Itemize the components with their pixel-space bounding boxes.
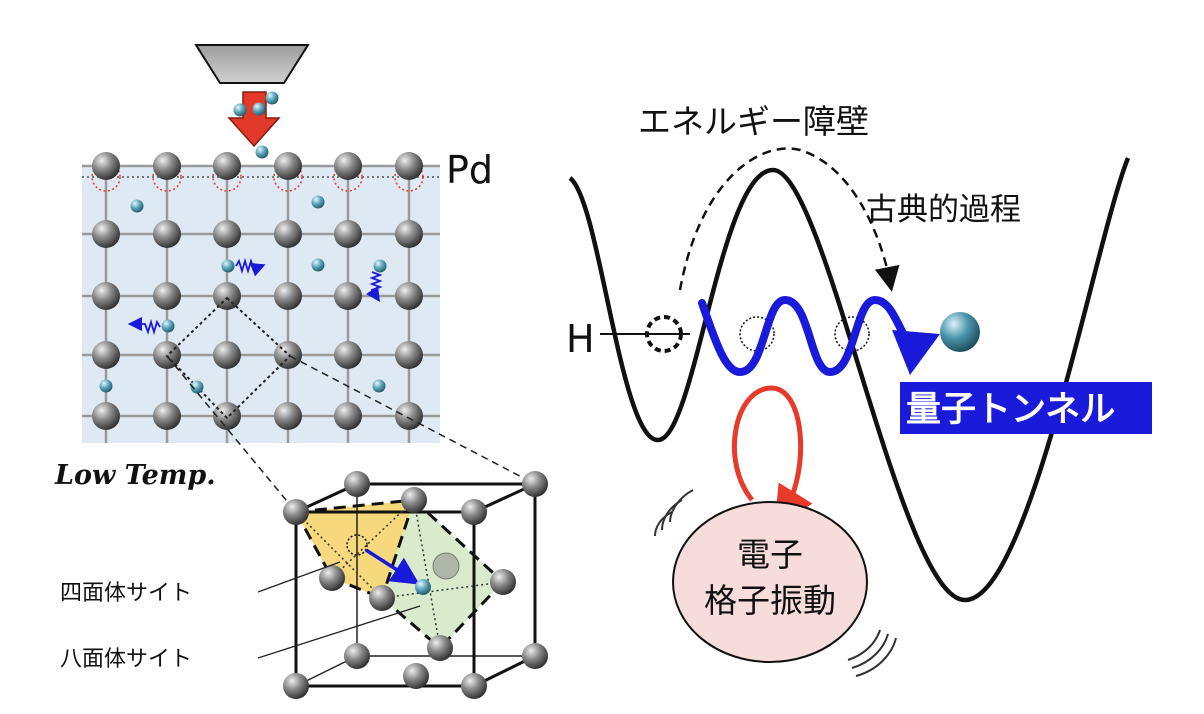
potential-curve [568, 157, 1131, 603]
pd-atom [92, 402, 120, 430]
tunneled-h-atom [940, 312, 980, 352]
tetrahedral-site-label: 四面体サイト [60, 581, 192, 606]
h-atom [252, 102, 266, 116]
pd-atom [153, 282, 181, 310]
pd-atom [92, 152, 120, 180]
h-atom [190, 380, 204, 394]
tunnel-label-box [900, 382, 1152, 434]
pd-atom [490, 569, 516, 595]
pd-atom [395, 220, 423, 248]
tetra-site-marker [346, 534, 368, 556]
pd-atom [274, 402, 302, 430]
tetrahedral-region [296, 500, 414, 598]
site-hop-arrow [365, 548, 420, 585]
electron-label: 電子 [737, 535, 803, 574]
pd-atom [274, 220, 302, 248]
pd-atom [92, 282, 120, 310]
pd-atom [369, 585, 395, 611]
pd-atom [522, 471, 548, 497]
pd-atom [153, 220, 181, 248]
h-atom [161, 319, 175, 333]
pd-atom [334, 220, 362, 248]
vibration-arc-icon [654, 489, 897, 677]
hydrogen-label: H [566, 317, 595, 361]
pd-atom [427, 635, 453, 661]
barrier-label: エネルギー障壁 [638, 102, 869, 141]
pd-atom [153, 402, 181, 430]
octahedral-site-label: 八面体サイト [60, 647, 192, 672]
h-atom [233, 103, 247, 117]
pd-atom [213, 282, 241, 310]
tunnel-ghost-circle [739, 316, 775, 352]
h-atom [415, 579, 431, 595]
fcc-unit-cell [257, 471, 548, 699]
pd-atom [334, 152, 362, 180]
surface-site-markers [91, 162, 424, 192]
pd-atom [283, 673, 309, 699]
h-atom [99, 379, 113, 393]
h-atoms [99, 195, 387, 394]
pd-atom [461, 673, 487, 699]
tunnel-ghost-circle [834, 316, 870, 352]
electron-phonon-bubble [672, 501, 868, 663]
ghost-atom [432, 552, 460, 580]
pd-label: Pd [446, 148, 493, 192]
pd-atom [334, 341, 362, 369]
cell-atoms [283, 471, 548, 699]
pd-atom [403, 663, 429, 689]
h-atom [255, 145, 269, 159]
pd-atom [461, 499, 487, 525]
pd-atom [395, 152, 423, 180]
pd-atom [92, 341, 120, 369]
pd-atom [92, 220, 120, 248]
h-atom [373, 259, 387, 273]
pd-atom [395, 402, 423, 430]
phonon-label: 格子振動 [704, 581, 836, 620]
pd-atom [283, 499, 309, 525]
pd-atom [334, 402, 362, 430]
pd-atom [395, 282, 423, 310]
h-atom [130, 199, 144, 213]
pd-atom [319, 565, 345, 591]
energy-panel: エネルギー障壁 古典的過程 H 量子トンネル 電子 格子振動 [566, 102, 1152, 677]
classical-process-label: 古典的過程 [866, 192, 1021, 228]
pd-atom [401, 487, 427, 513]
pd-atom [274, 341, 302, 369]
h-atom [221, 259, 235, 273]
initial-site-marker [645, 315, 683, 353]
pd-atoms [92, 152, 423, 430]
tunnel-label: 量子トンネル [906, 390, 1115, 430]
pd-atom [274, 152, 302, 180]
pd-atom [274, 282, 302, 310]
h-atom [311, 195, 325, 209]
nozzle-icon [194, 44, 310, 84]
lattice-diamond-outline [165, 296, 292, 420]
pd-atom [213, 152, 241, 180]
pd-atom [344, 643, 370, 669]
h-atom [311, 258, 325, 272]
low-temp-label: Low Temp. [54, 460, 216, 491]
pd-atom [344, 471, 370, 497]
pd-atom [334, 282, 362, 310]
pd-atom [213, 402, 241, 430]
lattice-panel: Pd [82, 148, 493, 443]
pd-atom [153, 152, 181, 180]
feedback-loop-arrow [731, 385, 813, 527]
classical-path-arrow [678, 147, 900, 292]
lattice-background [82, 165, 440, 443]
zoom-lines [166, 355, 536, 513]
tunnel-arrowhead [892, 330, 940, 375]
pd-atom [395, 341, 423, 369]
pd-atom [522, 643, 548, 669]
h-vibration-squiggles [127, 257, 383, 336]
hydrogen-source [194, 44, 310, 159]
pd-atom [213, 341, 241, 369]
h-atom [265, 91, 279, 105]
pd-atom [213, 220, 241, 248]
h-atom [372, 379, 386, 393]
quantum-tunnel-wave [698, 295, 922, 377]
